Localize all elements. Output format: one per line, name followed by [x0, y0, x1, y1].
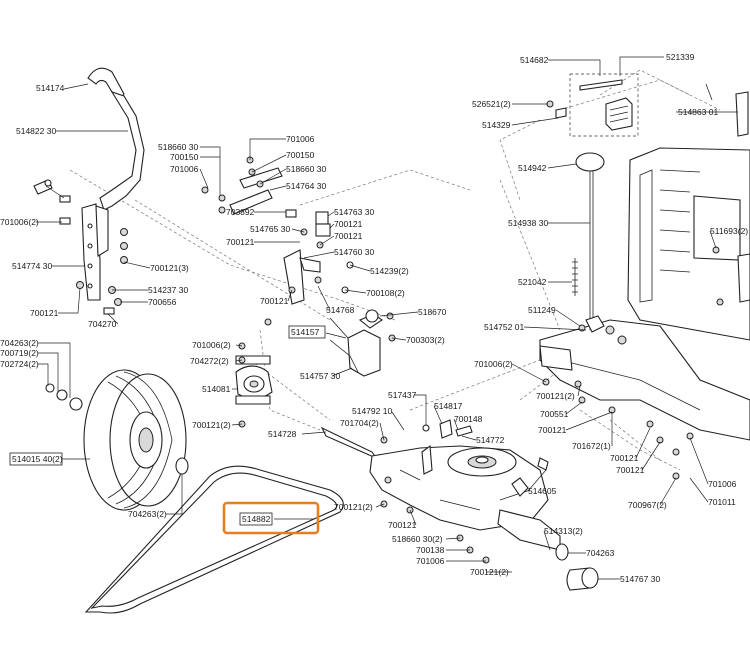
callout-700150-b: 700150 — [286, 150, 315, 160]
callout-514882-box — [239, 512, 273, 526]
callout-514822-30: 514822 30 — [16, 126, 56, 136]
callout-701006-2: 701006(2) — [0, 217, 39, 227]
callout-701011: 701011 — [708, 497, 736, 507]
callout-517437: 517437 — [388, 390, 417, 400]
callout-700121-2-b: 700121(2) — [334, 502, 373, 512]
callout-518660-30: 518660 30 — [158, 142, 198, 152]
callout-700121-2-c: 700121(2) — [470, 567, 509, 577]
callout-703892: 703892 — [226, 207, 255, 217]
callout-700148: 700148 — [454, 414, 483, 424]
callout-704263-2: 704263(2) — [0, 338, 39, 348]
callout-701006-d: 701006 — [708, 479, 737, 489]
callout-514763-30: 514763 30 — [334, 207, 374, 217]
callout-700121-e: 700121 — [260, 296, 289, 306]
callout-514313-2: 514313(2) — [544, 526, 583, 536]
callout-521042: 521042 — [518, 277, 547, 287]
callout-704272-2: 704272(2) — [190, 356, 229, 366]
callout-514760-30: 514760 30 — [334, 247, 374, 257]
callout-514767-30: 514767 30 — [620, 574, 660, 584]
callout-701006-c: 701006 — [416, 556, 445, 566]
drive-belt — [84, 465, 344, 614]
callout-701704-2: 701704(2) — [340, 418, 379, 428]
callout-521339: 521339 — [666, 52, 695, 62]
callout-514938-30: 514938 30 — [508, 218, 548, 228]
callout-514764-30: 514764 30 — [286, 181, 326, 191]
callout-511249: 511249 — [528, 305, 556, 315]
callout-700303-2: 700303(2) — [406, 335, 445, 345]
callout-700138: 700138 — [416, 545, 445, 555]
callout-700121-3: 700121(3) — [150, 263, 189, 273]
callout-514081: 514081 — [202, 384, 231, 394]
callout-704270: 704270 — [88, 319, 117, 329]
callout-701006-2-c: 701006(2) — [474, 359, 513, 369]
callout-514157: 514157 — [291, 327, 320, 337]
callout-514329: 514329 — [482, 120, 511, 130]
callout-700121-h: 700121 — [610, 453, 639, 463]
callout-700121-c: 700121 — [334, 219, 363, 229]
callout-514882: 514882 — [242, 514, 271, 524]
callout-700121-b: 700121 — [226, 237, 255, 247]
callout-514015-40-2: 514015 40(2) — [12, 454, 63, 464]
callout-700656: 700656 — [148, 297, 177, 307]
highlight-514882 — [222, 501, 320, 535]
transaxle — [320, 419, 599, 591]
callout-514752-01: 514752 01 — [484, 322, 524, 332]
callout-700150: 700150 — [170, 152, 199, 162]
callout-514765-30: 514765 30 — [250, 224, 290, 234]
linkage-assembly — [201, 156, 354, 326]
axle-mount — [235, 342, 273, 428]
callout-labels: 514174 514822 30 701006(2) 514774 30 700… — [0, 52, 748, 584]
cable-bracket — [329, 309, 396, 377]
callout-514792-10: 514792 10 — [352, 406, 392, 416]
callout-514682: 514682 — [520, 55, 549, 65]
callout-514942: 514942 — [518, 163, 547, 173]
callout-514774-30: 514774 30 — [12, 261, 52, 271]
callout-514605: 514605 — [528, 486, 557, 496]
callout-700121-2-d: 700121(2) — [536, 391, 575, 401]
callout-514863-01: 514863 01 — [678, 107, 718, 117]
callout-700121-f: 700121 — [388, 520, 417, 530]
callout-700719-2: 700719(2) — [0, 348, 39, 358]
callout-514174: 514174 — [36, 83, 65, 93]
callout-700121-g: 700121 — [538, 425, 567, 435]
callout-514237-30: 514237 30 — [148, 285, 188, 295]
callout-701006-2-b: 701006(2) — [192, 340, 231, 350]
wheel — [45, 369, 189, 511]
callout-700551: 700551 — [540, 409, 569, 419]
callout-700121-d: 700121 — [334, 231, 363, 241]
callout-702724-2: 702724(2) — [0, 359, 39, 369]
callout-700108-2: 700108(2) — [366, 288, 405, 298]
callout-701006-b: 701006 — [286, 134, 315, 144]
callout-700121-2: 700121(2) — [192, 420, 231, 430]
callout-526521-2: 526521(2) — [472, 99, 511, 109]
callout-514757-30: 514757 30 — [300, 371, 340, 381]
callout-518660-30-2: 518660 30(2) — [392, 534, 443, 544]
callout-514768: 514768 — [326, 305, 355, 315]
callout-511693-2: 511693(2) — [710, 226, 748, 236]
callout-514015-box — [9, 452, 63, 466]
callout-518670: 518670 — [418, 307, 447, 317]
callout-701006: 701006 — [170, 164, 199, 174]
callout-514157-box — [288, 325, 326, 339]
leader-lines — [36, 56, 738, 580]
callout-514772: 514772 — [476, 435, 505, 445]
callout-700967-2: 700967(2) — [628, 500, 667, 510]
callout-514728: 514728 — [268, 429, 297, 439]
callout-704263-2-b: 704263(2) — [128, 509, 167, 519]
shift-lever-assembly — [33, 67, 145, 315]
callout-700121-i: 700121 — [616, 465, 645, 475]
callout-518660-30-b: 518660 30 — [286, 164, 326, 174]
callout-704263: 704263 — [586, 548, 615, 558]
callout-514817: 514817 — [434, 401, 463, 411]
control-rod-assembly — [546, 79, 749, 333]
callout-514239-2: 514239(2) — [370, 266, 409, 276]
callout-701672-1: 701672(1) — [572, 441, 611, 451]
callout-700121: 700121 — [30, 308, 59, 318]
frame-assembly — [539, 147, 750, 480]
